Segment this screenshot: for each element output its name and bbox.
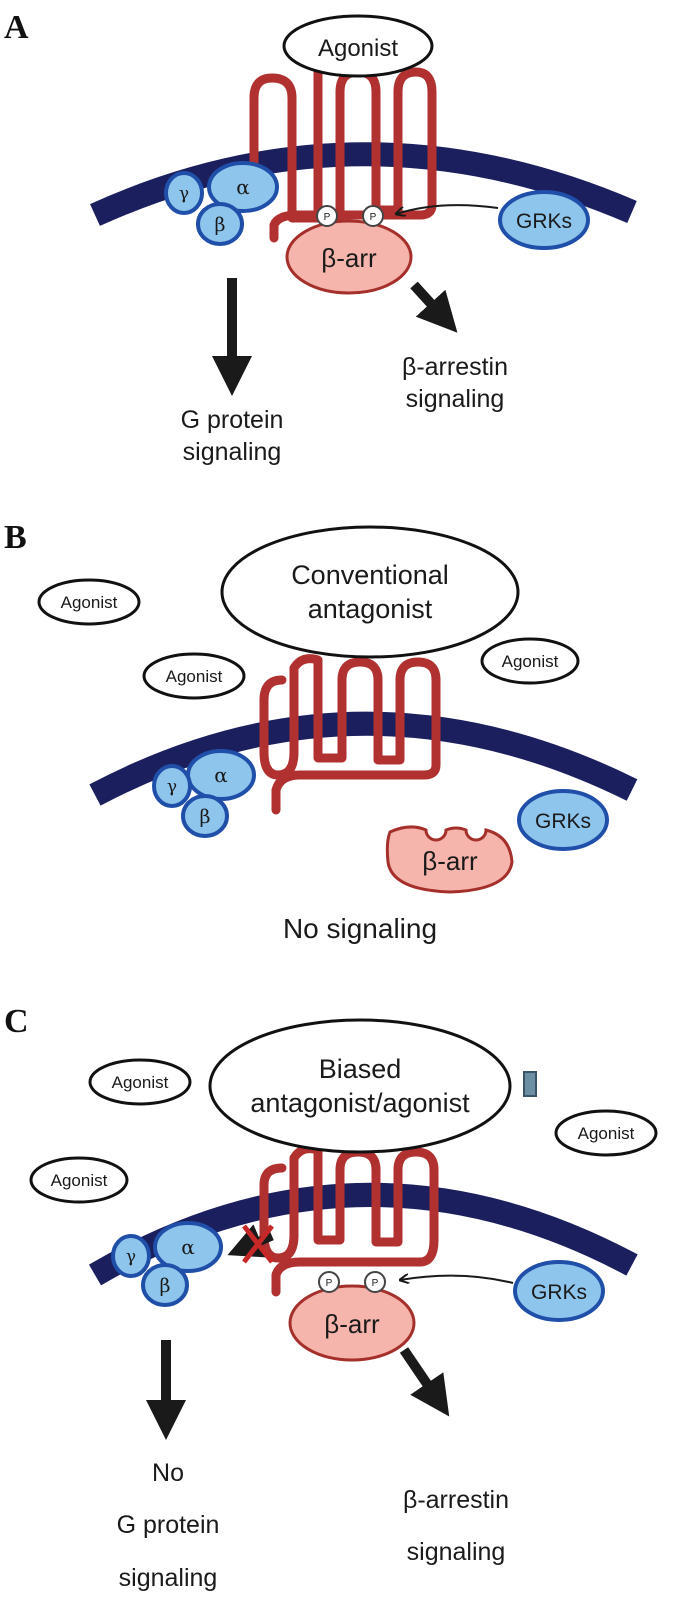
g-gamma-subunit: [164, 171, 204, 215]
panel-b: B Conventional antagonist Agonist Agonis…: [4, 519, 638, 944]
phosphate-label: P: [370, 212, 377, 223]
beta-arrestin-signaling-line2: signaling: [406, 385, 505, 413]
beta-arrestin-signaling-line1: β-arrestin: [403, 1486, 509, 1514]
beta-arrestin: [385, 825, 514, 894]
no-g-protein-signaling-line2: G protein: [117, 1511, 220, 1539]
g-beta-subunit: [196, 202, 244, 246]
free-agonist: [480, 637, 580, 685]
panel-c: C Biased antagonist/agonist Agonist Agon…: [4, 1003, 658, 1592]
free-agonist-label: Agonist: [502, 652, 559, 671]
gamma-label: γ: [167, 777, 177, 797]
cell-membrane: [89, 711, 638, 806]
grks: [517, 789, 609, 851]
free-agonist-label: Agonist: [51, 1171, 108, 1190]
free-agonist-label: Agonist: [112, 1073, 169, 1092]
small-marker: [523, 1071, 537, 1097]
beta-arrestin-signal-arrow: [399, 1347, 450, 1417]
beta-label: β: [200, 806, 211, 828]
free-agonist: [142, 652, 246, 700]
phosphate-marker: [362, 205, 384, 227]
free-agonist-label: Agonist: [166, 667, 223, 686]
g-protein: α γ β: [164, 161, 279, 246]
g-protein-signaling-line2: signaling: [183, 438, 282, 466]
block-x-icon: [242, 1224, 274, 1264]
g-gamma-subunit: [111, 1234, 151, 1278]
antagonist-label-line1: Conventional: [291, 560, 449, 590]
phosphate-label: P: [372, 1278, 379, 1289]
grks-label: GRKs: [535, 810, 591, 833]
panel-letter-c: C: [4, 1003, 29, 1040]
gamma-label: γ: [179, 184, 189, 204]
no-signaling-label: No signaling: [283, 913, 437, 944]
beta-arrestin-signal-arrow: [410, 281, 458, 333]
grks: [513, 1260, 605, 1322]
phosphate-marker: [318, 1271, 340, 1293]
conventional-antagonist-ligand: [220, 525, 520, 659]
no-g-protein-signaling-line3: signaling: [119, 1564, 218, 1592]
no-g-protein-signaling-line1: No: [152, 1459, 184, 1487]
phosphorylation-arrow: [396, 204, 499, 214]
agonist-label: Agonist: [318, 35, 398, 62]
panel-letter-b: B: [4, 519, 27, 556]
free-agonist: [554, 1109, 658, 1157]
gamma-label: γ: [126, 1247, 136, 1267]
phosphorylation-arrow: [400, 1276, 514, 1283]
beta-arrestin: [285, 219, 413, 295]
beta-label: β: [160, 1275, 171, 1297]
antagonist-label-line2: antagonist: [308, 594, 433, 624]
beta-arrestin-label: β-arr: [324, 1309, 380, 1339]
panel-a: A Agonist α γ β β-arr P P GRKs: [4, 9, 637, 466]
phosphate-label: P: [324, 212, 331, 223]
beta-arrestin-label: β-arr: [321, 243, 377, 273]
alpha-label: α: [236, 175, 250, 199]
g-protein: α γ β: [152, 749, 256, 838]
g-alpha-subunit: [207, 161, 279, 213]
g-beta-subunit: [181, 794, 229, 838]
grks-label: GRKs: [531, 1281, 587, 1304]
phosphate-marker: [364, 1271, 386, 1293]
receptor-gpcr: [259, 654, 441, 815]
phosphate-label: P: [326, 1278, 333, 1289]
g-protein-signaling-line1: G protein: [181, 406, 284, 434]
beta-arrestin-label: β-arr: [422, 846, 478, 876]
beta-arrestin-signaling-line1: β-arrestin: [402, 353, 508, 381]
biased-ligand: [208, 1018, 512, 1154]
free-agonist: [88, 1058, 192, 1106]
beta-arrestin: [288, 1284, 416, 1362]
free-agonist-label: Agonist: [578, 1124, 635, 1143]
panel-letter-a: A: [4, 9, 29, 46]
biased-label-line2: antagonist/agonist: [250, 1088, 470, 1118]
alpha-label: α: [214, 763, 228, 787]
free-agonist: [29, 1156, 129, 1204]
g-alpha-subunit: [153, 1221, 223, 1273]
receptor-gpcr: [259, 1144, 439, 1297]
grks-label: GRKs: [516, 210, 572, 233]
g-gamma-subunit: [152, 764, 192, 808]
free-agonist: [37, 578, 141, 626]
beta-arrestin-signaling-line2: signaling: [407, 1538, 506, 1566]
g-beta-subunit: [141, 1263, 189, 1307]
free-agonist-label: Agonist: [61, 593, 118, 612]
biased-label-line1: Biased: [319, 1054, 402, 1084]
grks: [498, 190, 590, 250]
g-protein: α γ β: [111, 1221, 223, 1307]
beta-label: β: [215, 214, 226, 236]
agonist-ligand: [282, 14, 434, 78]
alpha-label: α: [181, 1235, 195, 1259]
phosphate-marker: [316, 205, 338, 227]
